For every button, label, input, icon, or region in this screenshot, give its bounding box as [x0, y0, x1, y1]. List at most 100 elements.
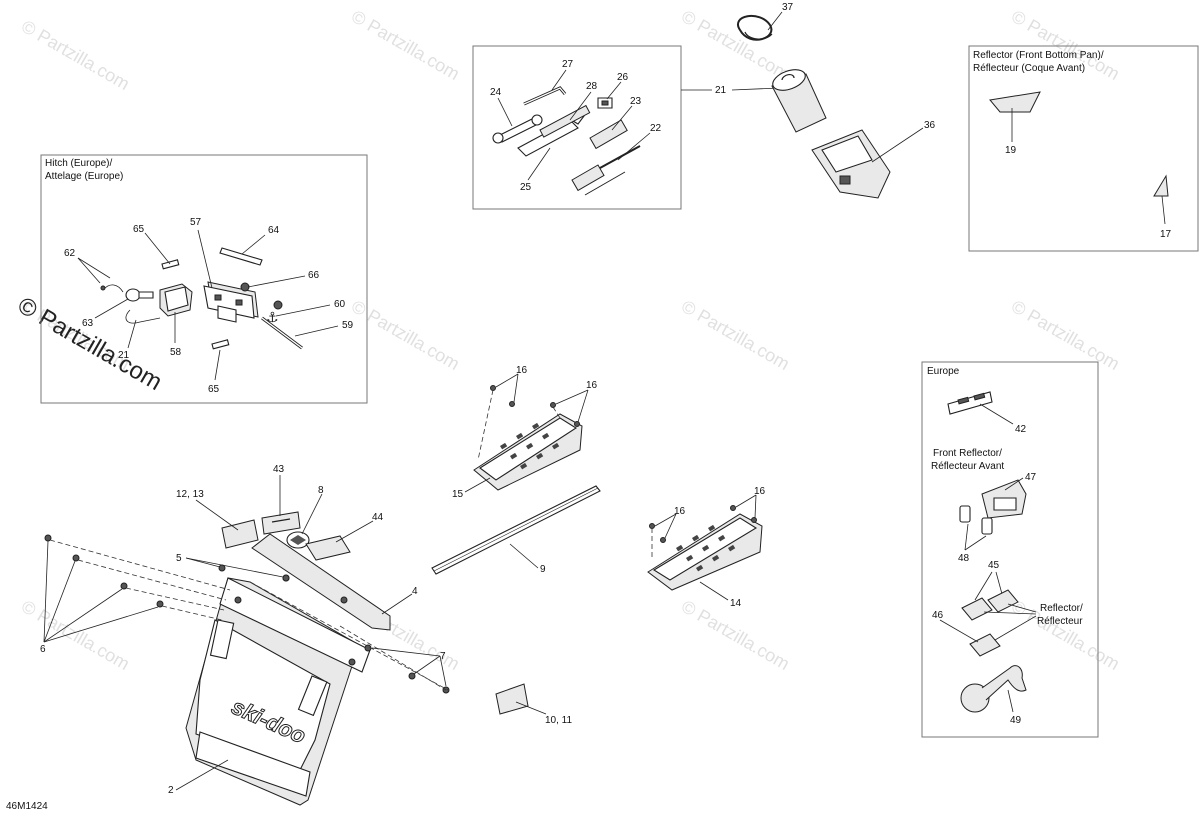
- part-16-screw[interactable]: [509, 401, 515, 407]
- part-26-clip[interactable]: [598, 98, 612, 108]
- part-15-running-board[interactable]: [474, 414, 582, 490]
- part-63-hitch-pin[interactable]: [126, 289, 160, 323]
- part-16-screw[interactable]: [550, 402, 556, 408]
- part-58-hitch-block[interactable]: [160, 284, 192, 316]
- callout-44: 44: [372, 512, 384, 523]
- part-6-screw[interactable]: [120, 582, 128, 590]
- callout-66: 66: [308, 270, 320, 281]
- callout-16-c: 16: [674, 506, 686, 517]
- callout-19: 19: [1005, 145, 1017, 156]
- part-62-pin[interactable]: [101, 285, 123, 292]
- part-47-front-reflector[interactable]: [982, 480, 1026, 518]
- part-65-bolt-bottom[interactable]: [212, 340, 229, 349]
- callout-16-d: 16: [754, 486, 766, 497]
- callout-14: 14: [730, 598, 742, 609]
- callout-59: 59: [342, 320, 354, 331]
- front-reflector-label-1: Front Reflector/: [933, 448, 1002, 459]
- part-36-holder[interactable]: [812, 130, 890, 198]
- part-16-screw[interactable]: [649, 523, 655, 529]
- part-16-screw[interactable]: [490, 385, 496, 391]
- callout-63: 63: [82, 318, 94, 329]
- watermark-layer: © Partzilla.com © Partzilla.com © Partzi…: [13, 6, 1123, 674]
- part-46-reflector-pad[interactable]: [970, 634, 1000, 656]
- part-4-bracket[interactable]: [252, 534, 390, 630]
- part-25-handle[interactable]: [540, 106, 590, 137]
- callout-16-a: 16: [516, 365, 528, 376]
- part-14-running-board[interactable]: [648, 514, 762, 590]
- part-45-reflector-pad[interactable]: [962, 590, 1018, 620]
- reflector-label-2: Réflecteur: [1037, 616, 1083, 627]
- callout-43: 43: [273, 464, 285, 475]
- callout-58: 58: [170, 347, 182, 358]
- part-65-bolt-top[interactable]: [162, 260, 179, 269]
- part-60-anchor-icon[interactable]: ⚓: [266, 310, 279, 326]
- callout-64: 64: [268, 225, 280, 236]
- part-64-plate[interactable]: [220, 248, 262, 265]
- part-23-socket[interactable]: [590, 120, 627, 148]
- part-19-reflector[interactable]: [990, 92, 1040, 112]
- hitch-box-title-1: Hitch (Europe)/: [45, 158, 112, 169]
- callout-16-b: 16: [586, 380, 598, 391]
- part-9-trim-strip[interactable]: [432, 486, 600, 574]
- callout-26: 26: [617, 72, 629, 83]
- callout-27: 27: [562, 59, 574, 70]
- callout-62: 62: [64, 248, 76, 259]
- part-2-mud-flap[interactable]: ski-doo: [186, 578, 370, 805]
- part-59-rod[interactable]: [262, 318, 302, 348]
- part-37-strap[interactable]: [738, 16, 772, 40]
- tool-kit-frame: [472, 45, 682, 210]
- part-24-wrench[interactable]: [493, 115, 542, 143]
- hitch-box-title-2: Attelage (Europe): [45, 171, 123, 182]
- callout-17: 17: [1160, 229, 1172, 240]
- brand-watermark: © Partzilla.com: [13, 292, 167, 396]
- part-12-13-reflector[interactable]: [222, 520, 258, 548]
- part-21-tool-roll[interactable]: [770, 66, 826, 132]
- part-5-screw[interactable]: [218, 564, 226, 572]
- part-16-screw[interactable]: [660, 537, 666, 543]
- callout-21-hitch: 21: [118, 350, 130, 361]
- hitch-box-frame: [40, 154, 368, 404]
- reflector-box-frame: [968, 45, 1199, 252]
- watermark: © Partzilla.com: [18, 16, 133, 94]
- mud-flap-assembly: 43 8 44 12, 13 4 5: [40, 464, 572, 805]
- part-17-reflector[interactable]: [1154, 176, 1168, 196]
- callout-37: 37: [782, 2, 794, 13]
- part-43-decal[interactable]: [262, 512, 300, 534]
- part-16-screw[interactable]: [751, 517, 757, 523]
- part-44-decal[interactable]: [306, 536, 350, 560]
- front-reflector-label-2: Réflecteur Avant: [931, 461, 1004, 472]
- part-22-screwdriver[interactable]: [572, 146, 640, 195]
- part-42-decal[interactable]: [948, 392, 992, 414]
- svg-text:⚓: ⚓: [266, 310, 279, 326]
- part-5-screw[interactable]: [282, 574, 290, 582]
- reflector-box-title-2: Réflecteur (Coque Avant): [973, 63, 1085, 74]
- callout-24: 24: [490, 87, 502, 98]
- callout-6: 6: [40, 644, 46, 655]
- reflector-label-1: Reflector/: [1040, 603, 1083, 614]
- callout-10-11: 10, 11: [545, 715, 572, 726]
- callout-15: 15: [452, 489, 464, 500]
- tool-kit-box: 27 24 28 26 23 22 25 21: [472, 45, 781, 210]
- callout-25: 25: [520, 182, 532, 193]
- trim-strip-group: 9: [432, 486, 600, 575]
- part-10-11-reflector[interactable]: [496, 684, 528, 714]
- part-7-screw[interactable]: [364, 644, 372, 652]
- part-48-clip[interactable]: [960, 506, 992, 534]
- part-16-screw[interactable]: [574, 421, 580, 427]
- reflector-front-bottom-pan-box: Reflector (Front Bottom Pan)/ Réflecteur…: [968, 45, 1199, 252]
- callout-36: 36: [924, 120, 936, 131]
- part-6-screw[interactable]: [72, 554, 80, 562]
- europe-box: Europe 42 Front Reflector/ Réflecteur Av…: [921, 361, 1099, 738]
- part-49-horn[interactable]: [961, 666, 1026, 712]
- part-16-screw[interactable]: [730, 505, 736, 511]
- watermark: © Partzilla.com: [348, 6, 463, 84]
- callout-21: 21: [715, 85, 727, 96]
- running-board-lower: 16 16 14: [648, 486, 766, 609]
- callout-4: 4: [412, 586, 418, 597]
- part-27-hex-key[interactable]: [524, 88, 565, 104]
- part-57-hitch-plate[interactable]: [204, 282, 258, 322]
- hitch-europe-box: Hitch (Europe)/ Attelage (Europe): [40, 154, 368, 404]
- part-6-screw[interactable]: [156, 600, 164, 608]
- part-8-emblem[interactable]: [287, 532, 309, 548]
- part-7-screw[interactable]: [408, 672, 416, 680]
